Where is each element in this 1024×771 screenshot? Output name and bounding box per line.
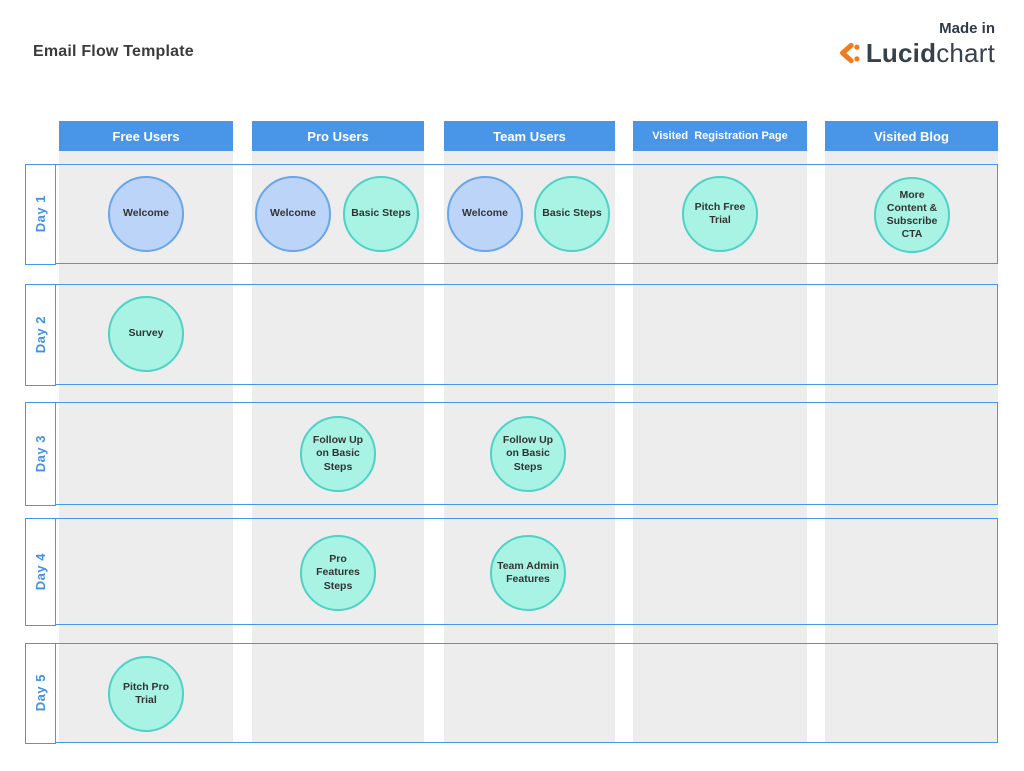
node-label: Follow Up on Basic Steps <box>312 434 364 473</box>
lane-day-4: Day 4 <box>24 517 998 626</box>
day-3-label: Day 3 <box>32 434 48 473</box>
node-label: Welcome <box>270 207 316 220</box>
node-label: Welcome <box>123 207 169 220</box>
lane-day-5: Day 5 <box>24 642 998 744</box>
node-label: Follow Up on Basic Steps <box>502 434 554 473</box>
node-pitch-pro-trial-day5: Pitch Pro Trial <box>108 656 184 732</box>
node-label: Pitch Pro Trial <box>122 680 170 706</box>
node-pitch-free-trial-day1: Pitch Free Trial <box>682 176 758 252</box>
node-label: Basic Steps <box>351 207 411 220</box>
brand-lucid: Lucid <box>865 38 937 68</box>
node-label: Welcome <box>462 207 508 220</box>
node-survey-free-day2: Survey <box>108 296 184 372</box>
day-1-label: Day 1 <box>32 195 48 233</box>
node-team-admin-features-day4: Team Admin Features <box>490 535 566 611</box>
made-in-label: Made in <box>939 20 995 37</box>
column-header-visited-blog: Visited Blog <box>825 121 998 151</box>
column-header-label: Visited Registration Page <box>652 130 788 142</box>
page-title: Email Flow Template <box>33 43 194 60</box>
node-follow-up-basic-pro-day3: Follow Up on Basic Steps <box>300 416 376 492</box>
day-4-label: Day 4 <box>32 552 48 591</box>
day-2-label: Day 2 <box>32 315 48 354</box>
node-basic-steps-team-day1: Basic Steps <box>534 176 610 252</box>
column-header-label: Team Users <box>493 128 566 144</box>
lane-day-1: Day 1 <box>24 163 998 265</box>
day-5-label: Day 5 <box>32 674 48 712</box>
column-header-label: Pro Users <box>307 128 369 144</box>
column-header-free-users: Free Users <box>59 121 233 151</box>
lucidchart-wordmark: Lucidchart <box>866 40 995 66</box>
column-header-pro-users: Pro Users <box>252 121 424 151</box>
node-welcome-free-day1: Welcome <box>108 176 184 252</box>
node-welcome-pro-day1: Welcome <box>255 176 331 252</box>
node-more-content-subscribe-cta-day1: More Content & Subscribe CTA <box>874 177 950 253</box>
lucidchart-badge[interactable]: Made in Lucidchart <box>836 20 995 66</box>
node-label: Basic Steps <box>542 207 602 220</box>
column-header-label: Visited Blog <box>874 128 949 144</box>
lucidchart-mark-icon <box>836 40 862 66</box>
node-label: More Content & Subscribe CTA <box>886 188 938 241</box>
column-header-label: Free Users <box>112 128 180 144</box>
node-label: Pitch Free Trial <box>694 200 746 226</box>
column-header-visited-registration-page: Visited Registration Page <box>633 121 807 151</box>
node-pro-features-steps-day4: Pro Features Steps <box>300 535 376 611</box>
day-4-cell: Day 4 <box>24 517 56 626</box>
node-label: Survey <box>128 327 164 340</box>
node-basic-steps-pro-day1: Basic Steps <box>343 176 419 252</box>
node-welcome-team-day1: Welcome <box>447 176 523 252</box>
brand-chart: chart <box>936 38 995 68</box>
day-2-cell: Day 2 <box>24 283 56 386</box>
node-follow-up-basic-team-day3: Follow Up on Basic Steps <box>490 416 566 492</box>
day-5-cell: Day 5 <box>24 642 56 744</box>
day-1-cell: Day 1 <box>24 163 56 265</box>
node-label: Pro Features Steps <box>316 553 360 592</box>
day-3-cell: Day 3 <box>24 401 56 506</box>
lane-day-3: Day 3 <box>24 401 998 506</box>
column-header-team-users: Team Users <box>444 121 615 151</box>
node-label: Team Admin Features <box>497 559 559 585</box>
lane-day-2: Day 2 <box>24 283 998 386</box>
